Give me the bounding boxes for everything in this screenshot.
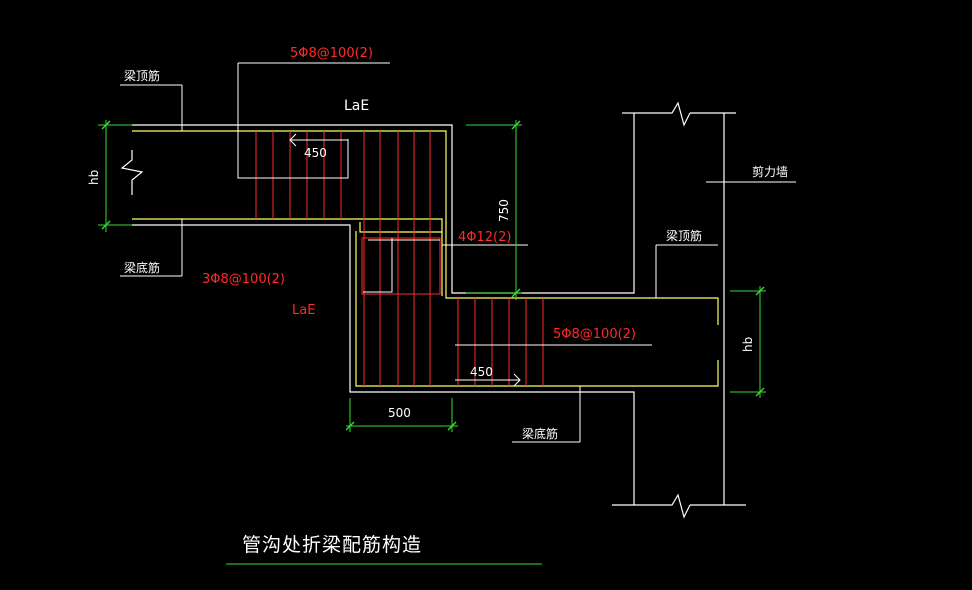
right-bottom-bar-label: 梁底筋 [522,426,558,441]
dimension-lines [98,120,766,565]
hb-right-label: hb [741,337,755,352]
left-stirrup-label: 3Φ8@100(2) [202,272,285,287]
right-stirrup-label: 5Φ8@100(2) [553,327,636,342]
lae-bottom-label: LaE [292,303,315,318]
hb-left-label: hb [87,170,101,185]
dim-450-top-label: 450 [304,146,327,160]
main-rebars [132,130,719,387]
left-bottom-bar-label: 梁底筋 [124,260,160,275]
dimension-ticks [101,120,765,431]
wall-label: 剪力墙 [752,164,788,179]
drawing-title: 管沟处折梁配筋构造 [242,534,422,556]
mid-bars-label: 4Φ12(2) [458,230,511,245]
top-stirrup-label: 5Φ8@100(2) [290,46,373,61]
arrows [289,133,521,387]
dim-500-label: 500 [388,406,411,420]
stirrup-box [361,237,441,295]
right-top-bar-label: 梁顶筋 [666,228,702,243]
stirrups [255,131,544,386]
dim-750-label: 750 [497,199,511,222]
left-top-bar-label: 梁顶筋 [124,68,160,83]
beam-outline [120,101,746,519]
lae-top-label: LaE [344,98,369,114]
leader-lines [120,62,796,443]
dim-450-bottom-label: 450 [470,365,493,379]
